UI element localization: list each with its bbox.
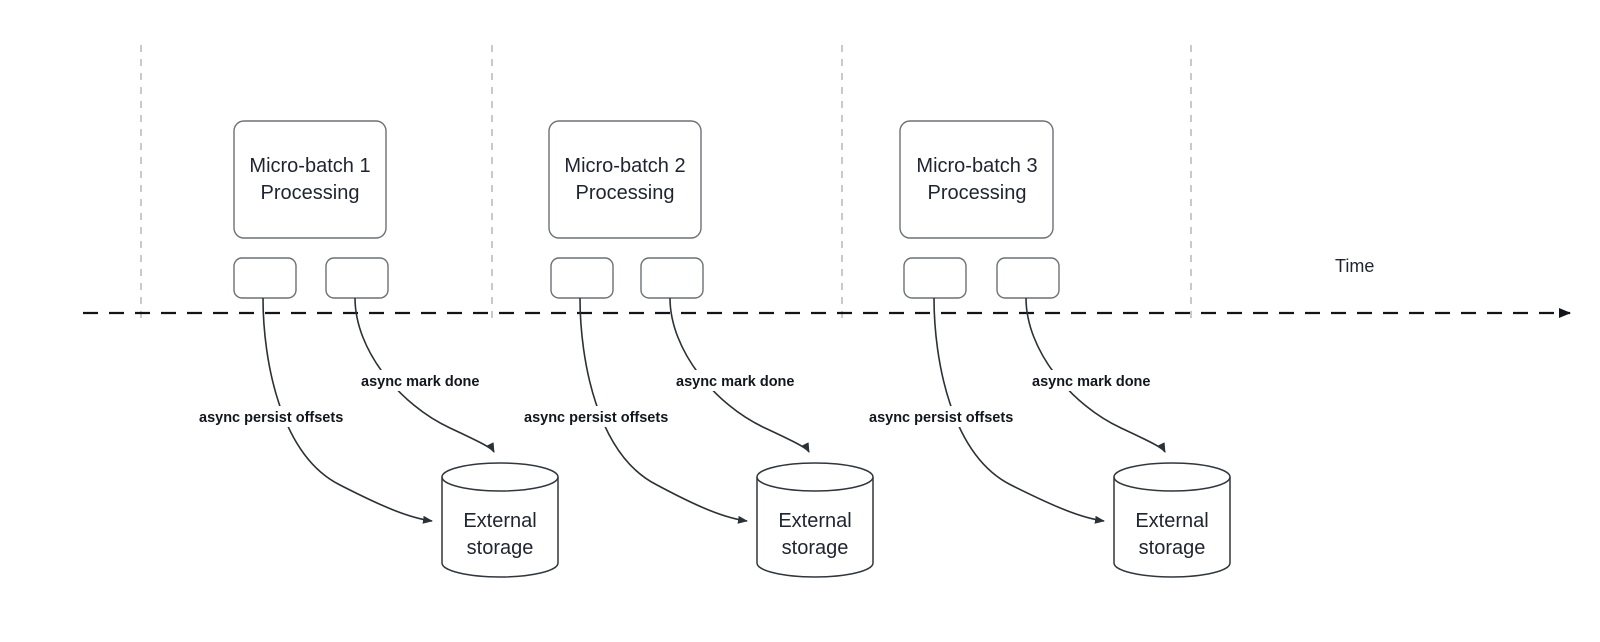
external-storage-2-line1: External — [778, 510, 851, 532]
label-bg-persist-1 — [197, 406, 373, 427]
micro-batch-box-3[interactable] — [899, 120, 1054, 239]
edge-mark-done-2 — [669, 297, 810, 453]
micro-batch-box-1[interactable] — [233, 120, 387, 239]
micro-batch-box-3-line1: Micro-batch 3 — [916, 155, 1037, 177]
edge-persist-offsets-2 — [579, 297, 748, 524]
micro-batch-box-3-line2: Processing — [928, 182, 1027, 204]
external-storage-2-line2: storage — [782, 537, 849, 559]
edge-mark-done-1 — [354, 297, 495, 453]
task-box-3a[interactable] — [903, 257, 967, 299]
edge-label-mark-done-1: async mark done — [361, 374, 479, 390]
label-bg-markdone-1 — [359, 370, 501, 391]
external-storage-3-line1: External — [1135, 510, 1208, 532]
external-storage-2[interactable] — [756, 462, 874, 578]
label-bg-markdone-3 — [1030, 370, 1172, 391]
external-storage-3[interactable] — [1113, 462, 1231, 578]
micro-batch-box-1-line1: Micro-batch 1 — [249, 155, 370, 177]
label-bg-markdone-2 — [674, 370, 816, 391]
group-3: Micro-batch 3 Processing External storag… — [867, 120, 1231, 578]
micro-batch-box-2[interactable] — [548, 120, 702, 239]
group-2: Micro-batch 2 Processing External storag… — [522, 120, 874, 578]
timeline-label: Time — [1335, 256, 1374, 276]
tick-lines-group — [140, 45, 1192, 320]
task-box-2a[interactable] — [550, 257, 614, 299]
external-storage-1[interactable] — [441, 462, 559, 578]
label-bg-persist-2 — [522, 406, 698, 427]
edge-label-mark-done-2: async mark done — [676, 374, 794, 390]
edge-label-persist-offsets-1: async persist offsets — [199, 410, 343, 426]
task-box-1b[interactable] — [325, 257, 389, 299]
task-box-3b[interactable] — [996, 257, 1060, 299]
micro-batch-box-2-line2: Processing — [576, 182, 675, 204]
external-storage-3-line2: storage — [1139, 537, 1206, 559]
edge-label-persist-offsets-3: async persist offsets — [869, 410, 1013, 426]
edge-mark-done-3 — [1025, 297, 1166, 453]
task-box-2b[interactable] — [640, 257, 704, 299]
edge-persist-offsets-1 — [262, 297, 433, 524]
micro-batch-box-2-line1: Micro-batch 2 — [564, 155, 685, 177]
edge-persist-offsets-3 — [933, 297, 1105, 524]
task-box-1a[interactable] — [233, 257, 297, 299]
edge-label-mark-done-3: async mark done — [1032, 374, 1150, 390]
group-1: Micro-batch 1 Processing External storag… — [197, 120, 559, 578]
edge-label-persist-offsets-2: async persist offsets — [524, 410, 668, 426]
external-storage-1-line1: External — [463, 510, 536, 532]
external-storage-1-line2: storage — [467, 537, 534, 559]
label-bg-persist-3 — [867, 406, 1043, 427]
micro-batch-box-1-line2: Processing — [261, 182, 360, 204]
